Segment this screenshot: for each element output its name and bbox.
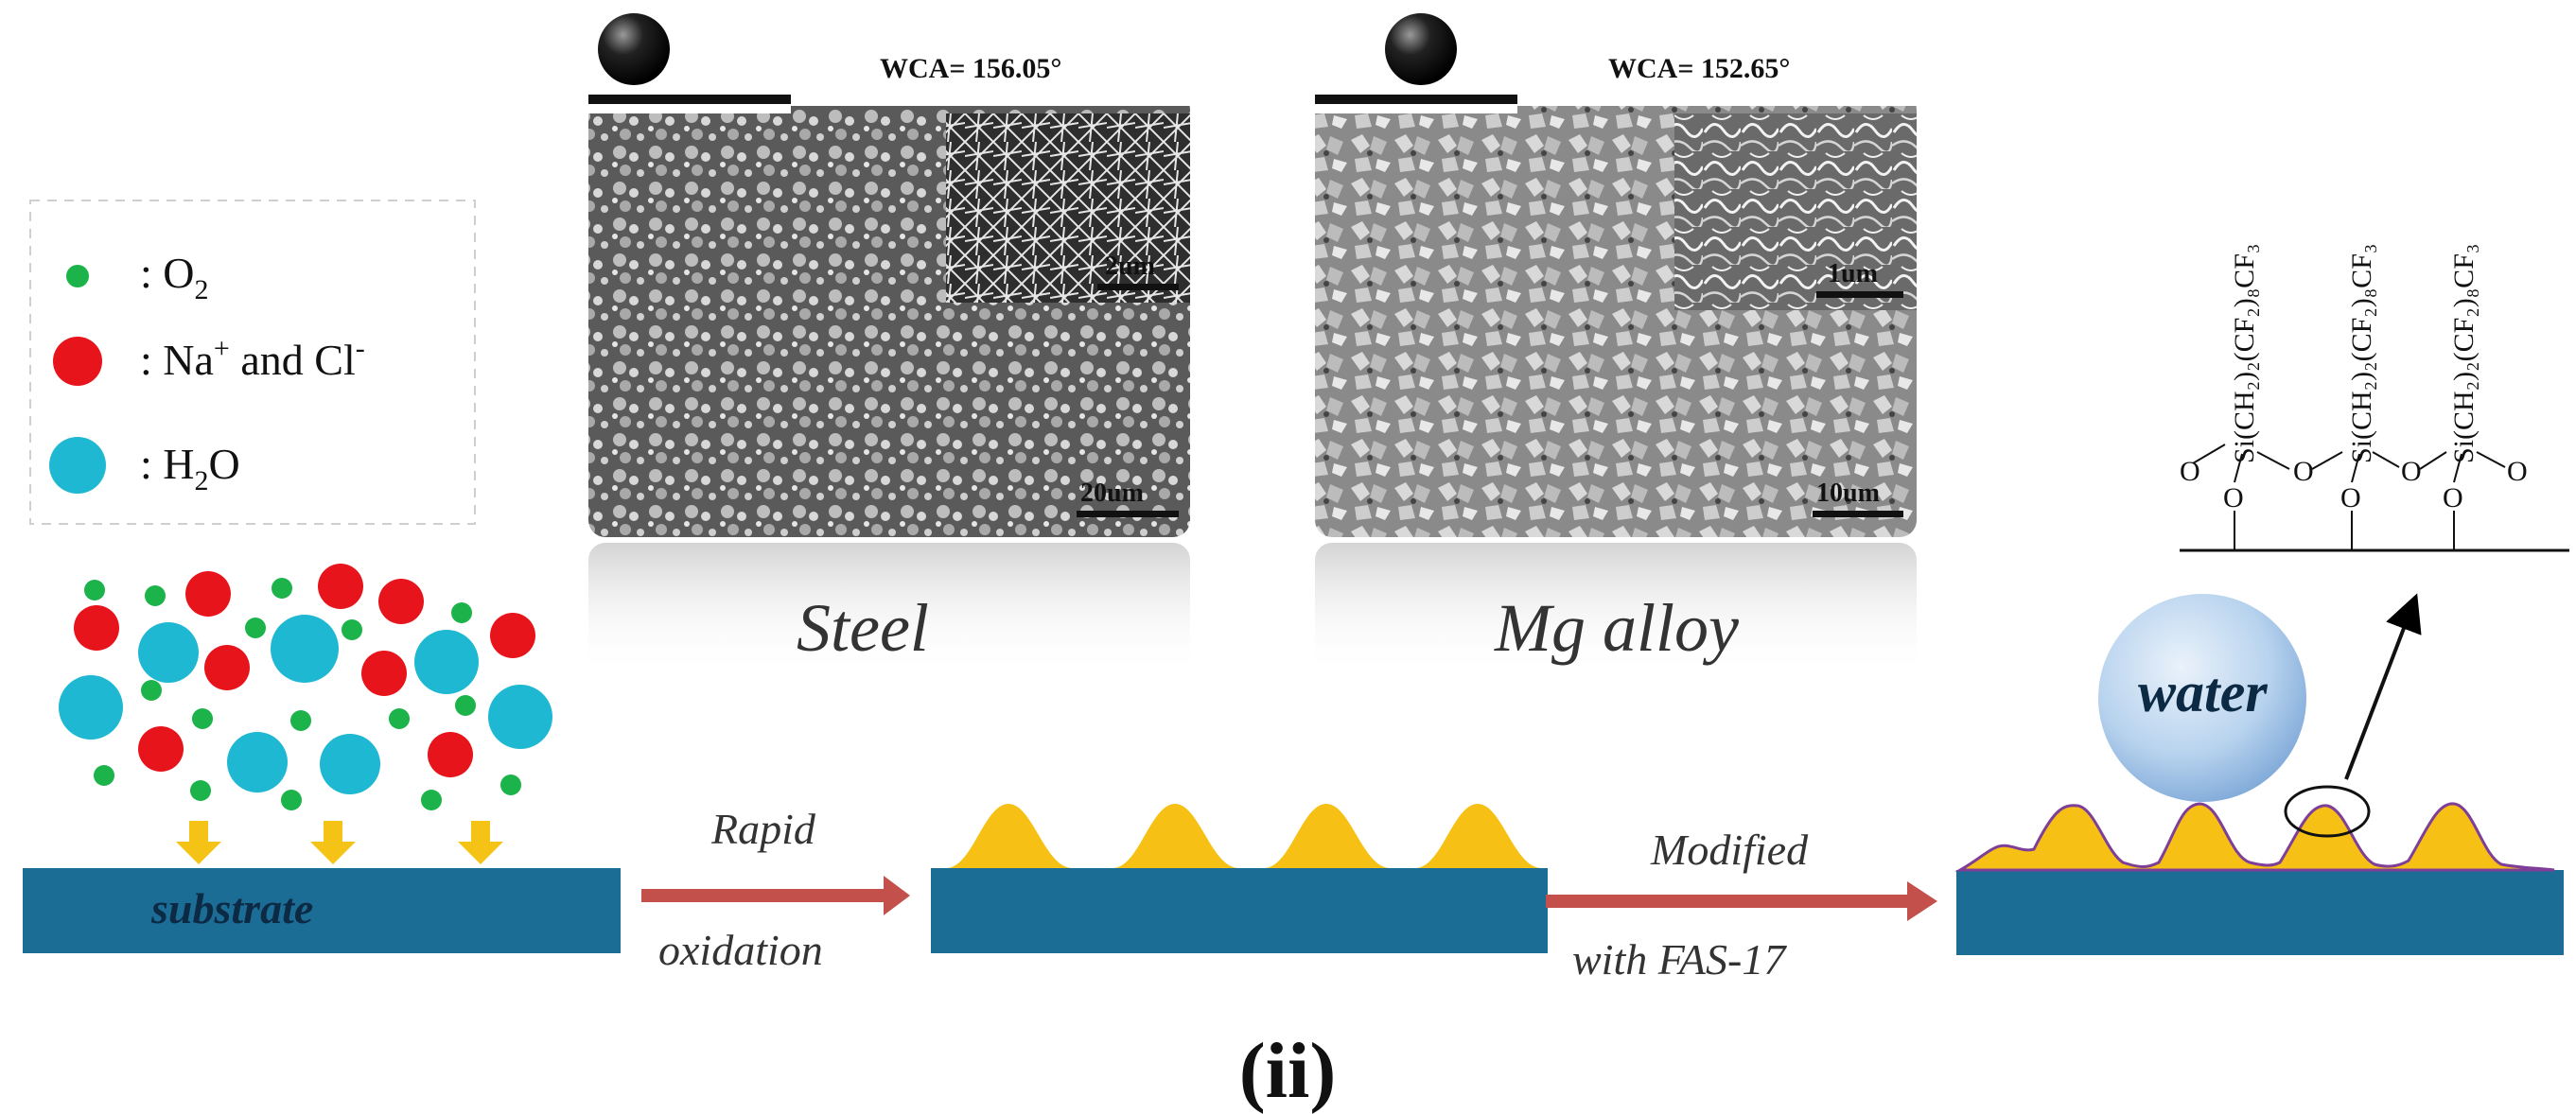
down-arrow-icon — [310, 821, 356, 864]
svg-text:: O2: : O2 — [140, 249, 209, 305]
main-scale-bar — [1813, 511, 1903, 517]
water-droplet-icon — [598, 13, 670, 85]
main-scale-label: 20um — [1080, 479, 1144, 508]
substrate-bare: substrate — [23, 868, 621, 953]
step-arrow-oxidation: Rapid oxidation — [641, 805, 910, 974]
particle-cloud — [59, 564, 552, 810]
fas-chain-3: O Si(CH₂)₂(CF₂)₈CF₃ — [2443, 244, 2480, 550]
na-cl-symbol-icon — [53, 337, 102, 386]
zoom-arrow-icon — [2346, 611, 2410, 779]
figure-label: (ii) — [1239, 1027, 1337, 1114]
svg-text:: Na+ and Cl-: : Na+ and Cl- — [140, 333, 365, 384]
bridge-oxygen: O — [2401, 456, 2422, 487]
sem-image-mg-alloy: WCA= 152.65° 1um 10um Mg alloy — [1315, 13, 1917, 675]
wca-label: WCA= 152.65° — [1608, 53, 1790, 84]
oxide-bump — [1113, 804, 1239, 868]
water-label: water — [2138, 661, 2268, 723]
water-droplet-icon — [1385, 13, 1457, 85]
right-arrow-icon — [1546, 895, 1913, 908]
sem-image-steel: WCA= 156.05° 2um 20um Steel — [588, 13, 1190, 675]
oxide-bump — [1264, 804, 1391, 868]
step2-label-line1: Modified — [1650, 826, 1809, 874]
substrate-modified: water — [1956, 594, 2564, 955]
main-scale-bar — [1077, 511, 1179, 517]
deposition-arrows — [176, 821, 503, 864]
legend-item-h2o: : H2O — [49, 437, 240, 496]
down-arrow-icon — [176, 821, 221, 864]
sem-caption: Steel — [797, 590, 929, 666]
step1-label-line2: oxidation — [658, 926, 823, 974]
svg-text:O: O — [2443, 482, 2463, 513]
sem-caption: Mg alloy — [1494, 590, 1739, 666]
step1-label-line1: Rapid — [710, 805, 816, 853]
inset-scale-bar — [1816, 291, 1903, 298]
fas-chain-2: O Si(CH₂)₂(CF₂)₈CF₃ — [2340, 244, 2377, 550]
legend: : O2 : Na+ and Cl- : H2O — [30, 200, 475, 524]
legend-item-na-cl: : Na+ and Cl- — [53, 333, 365, 386]
step-arrow-modification: Modified with FAS-17 — [1546, 826, 1937, 983]
bridge-oxygen: O — [2507, 456, 2528, 487]
fas-chain-1: O Si(CH₂)₂(CF₂)₈CF₃ — [2223, 244, 2260, 550]
right-arrow-icon — [641, 889, 889, 902]
fas-chain-label: Si(CH₂)₂(CF₂)₈CF₃ — [2448, 244, 2480, 463]
fas-chain-label: Si(CH₂)₂(CF₂)₈CF₃ — [2346, 244, 2377, 463]
down-arrow-icon — [458, 821, 503, 864]
main-scale-label: 10um — [1816, 479, 1880, 508]
fas-coated-bumps — [1960, 804, 2554, 870]
inset-scale-label: 1um — [1828, 259, 1878, 288]
oxide-bump — [946, 804, 1073, 868]
legend-item-o2: : O2 — [66, 249, 209, 305]
svg-text:: H2O: : H2O — [140, 440, 240, 496]
h2o-symbol-icon — [49, 437, 106, 494]
svg-text:O: O — [2223, 482, 2244, 513]
substrate-label: substrate — [150, 884, 313, 932]
step2-label-line2: with FAS-17 — [1572, 935, 1787, 983]
inset-scale-bar — [1097, 284, 1179, 290]
svg-text:O: O — [2340, 482, 2361, 513]
substrate-oxidized — [931, 804, 1548, 953]
fas-molecule: O Si(CH₂)₂(CF₂)₈CF₃ O Si(CH₂)₂(CF₂)₈CF₃ … — [2180, 244, 2569, 550]
bridge-oxygen: O — [2293, 456, 2314, 487]
fas-chain-label: Si(CH₂)₂(CF₂)₈CF₃ — [2229, 244, 2260, 463]
o2-symbol-icon — [66, 265, 89, 287]
oxide-bump — [1415, 804, 1542, 868]
wca-label: WCA= 156.05° — [880, 53, 1061, 84]
inset-scale-label: 2um — [1105, 252, 1155, 281]
sem-inset — [1674, 113, 1917, 310]
